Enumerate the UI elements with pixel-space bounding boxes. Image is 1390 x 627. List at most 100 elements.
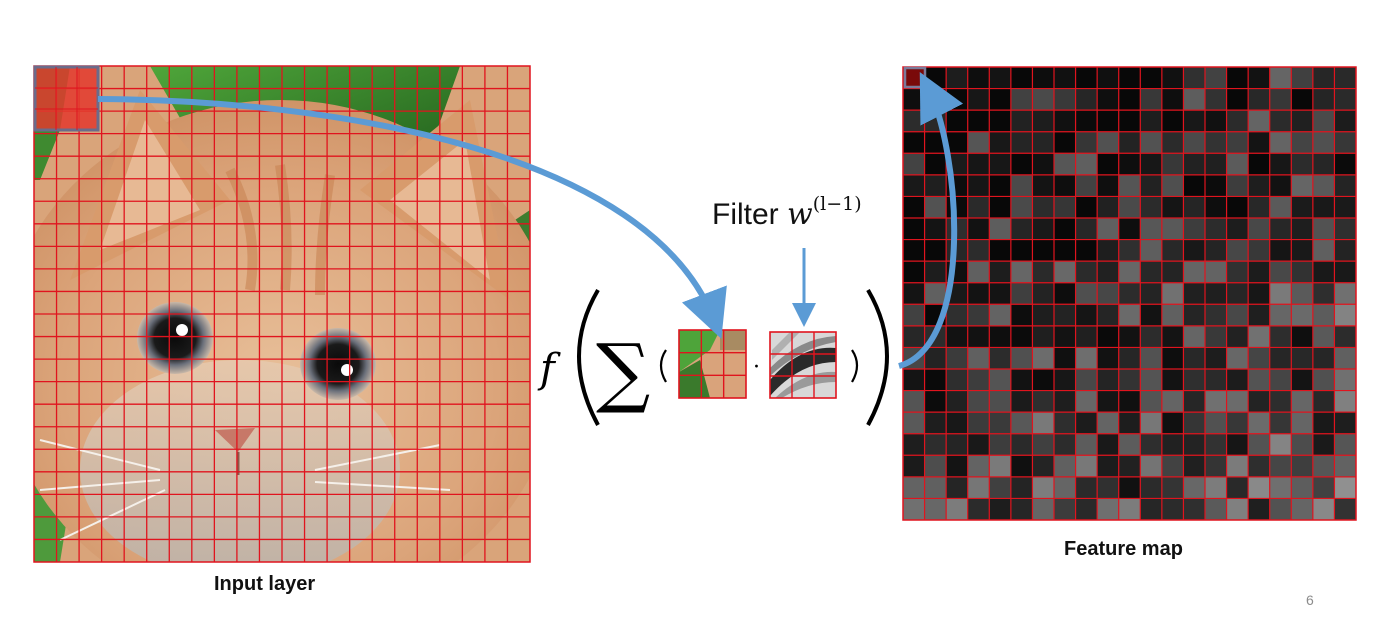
feature-map-cell [1183, 412, 1205, 434]
feature-map-cell [946, 433, 968, 456]
dot-operator: · [753, 355, 760, 380]
feature-map-cell [989, 476, 1011, 499]
feature-map-cell [903, 131, 925, 154]
feature-map-cell [1205, 131, 1227, 154]
feature-map-cell [1075, 347, 1098, 369]
feature-map-cell [989, 369, 1011, 391]
feature-map-cell [1205, 282, 1227, 305]
feature-map-cell [1248, 110, 1270, 132]
feature-map-cell [989, 239, 1011, 262]
feature-map-cell [1269, 390, 1292, 413]
feature-map-cell [1312, 455, 1335, 477]
feature-map-cell [1334, 261, 1356, 283]
feature-map-cell [1010, 325, 1033, 348]
feature-map-cell [1097, 433, 1119, 456]
feature-map-cell [1010, 131, 1033, 154]
feature-map-cell [1248, 390, 1270, 413]
feature-map-cell [924, 390, 947, 413]
feature-map-cell [1075, 88, 1098, 111]
feature-map-cell [903, 88, 925, 111]
feature-map-cell [1075, 110, 1098, 132]
feature-map-cell [1010, 174, 1033, 197]
feature-map-cell [1312, 153, 1335, 175]
feature-map-cell [1097, 131, 1119, 154]
feature-map-cell [946, 67, 968, 89]
feature-map-cell [1205, 239, 1227, 262]
feature-map-cell [1161, 433, 1184, 456]
feature-map-cell [1248, 67, 1270, 89]
feature-map-cell [1161, 476, 1184, 499]
feature-map-cell [1097, 196, 1119, 218]
feature-map-cell [1291, 153, 1313, 175]
receptive-field-highlight [33, 65, 100, 132]
feature-map-cell [903, 196, 925, 218]
feature-map-cell [1205, 261, 1227, 283]
feature-map-cell [903, 261, 925, 283]
feature-map-cell [1161, 498, 1184, 520]
feature-map-cell [1032, 476, 1054, 499]
feature-map-cell [1118, 196, 1141, 218]
feature-map-cell [1097, 153, 1119, 175]
feature-map-cell [1010, 347, 1033, 369]
feature-map-cell [1269, 282, 1292, 305]
feature-map-cell [1226, 110, 1249, 132]
connection-arrows [97, 71, 964, 369]
feature-map-cell [1010, 304, 1033, 326]
feature-map-cell [1097, 88, 1119, 111]
feature-map-cell [1032, 88, 1054, 111]
feature-map-cell [1097, 110, 1119, 132]
feature-map-cell [946, 498, 968, 520]
arrow-input-to-patch [97, 96, 727, 339]
feature-map-cell [989, 412, 1011, 434]
feature-map-cell [1075, 325, 1098, 348]
feature-map-cell [1226, 88, 1249, 111]
feature-map-cell [1140, 390, 1162, 413]
feature-map-cell [946, 412, 968, 434]
feature-map-cell [1161, 304, 1184, 326]
feature-map-cell [1075, 67, 1098, 89]
feature-map-cell [1010, 369, 1033, 391]
feature-map-cell [1140, 153, 1162, 175]
feature-map-cell [1032, 218, 1054, 240]
feature-map-cell [1248, 412, 1270, 434]
feature-map-cell [967, 153, 990, 175]
feature-map-cell [1269, 261, 1292, 283]
feature-map-cell [1054, 347, 1076, 369]
feature-map-cell [924, 412, 947, 434]
feature-map-cell [1334, 347, 1356, 369]
feature-map-cell [1183, 325, 1205, 348]
feature-map-cell [1054, 153, 1076, 175]
feature-map-cell [1312, 174, 1335, 197]
feature-map-cell [946, 110, 968, 132]
feature-map-cell [989, 174, 1011, 197]
feature-map-cell [1291, 455, 1313, 477]
feature-map-cell [1054, 261, 1076, 283]
feature-map-caption: Feature map [1064, 538, 1183, 560]
feature-map-cell [1118, 369, 1141, 391]
feature-map-cell [1075, 412, 1098, 434]
feature-map-cell [1291, 498, 1313, 520]
feature-map-cell [1140, 261, 1162, 283]
feature-map-cell [967, 110, 990, 132]
feature-map-cell [924, 131, 947, 154]
feature-map-cell [1161, 153, 1184, 175]
convolution-formula: f ∑ · [537, 288, 889, 426]
feature-map-cell [1269, 412, 1292, 434]
feature-map-cell [1032, 455, 1054, 477]
feature-map-cell [1075, 174, 1098, 197]
feature-map-cell [1140, 369, 1162, 391]
feature-map-cell [1205, 88, 1227, 111]
feature-map-cell [1054, 218, 1076, 240]
feature-map-cell [1118, 110, 1141, 132]
feature-map-cell [1183, 239, 1205, 262]
feature-map-cell [1010, 110, 1033, 132]
feature-map-cell [1334, 88, 1356, 111]
feature-map-cell [1269, 347, 1292, 369]
feature-map-cell [1075, 369, 1098, 391]
feature-map-cell [1140, 218, 1162, 240]
feature-map-cell [1205, 369, 1227, 391]
feature-map-cell [1075, 239, 1098, 262]
feature-map-cell [1291, 347, 1313, 369]
feature-map-cell [1291, 88, 1313, 111]
feature-map-cell [924, 153, 947, 175]
